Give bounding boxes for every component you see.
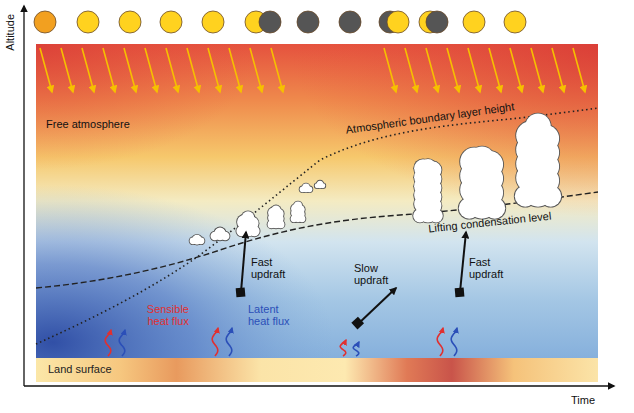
cloud-puff — [515, 186, 536, 207]
cloud-puff — [277, 221, 285, 229]
updraft-base — [351, 317, 364, 330]
cloud-puff — [315, 183, 320, 188]
sun-row — [34, 11, 526, 33]
sun-disc — [297, 11, 319, 33]
cool-overlay — [36, 44, 598, 358]
sun-disc — [34, 11, 56, 33]
radiation-arrow — [531, 48, 543, 92]
radiation-arrow — [229, 48, 241, 92]
heat-flux-arrow — [437, 328, 443, 356]
cloud-puff — [300, 186, 306, 192]
updraft-label: Slow updraft — [354, 262, 400, 287]
heat-flux-arrow — [353, 342, 359, 356]
radiation-arrow — [166, 48, 178, 92]
radiation-arrow — [426, 48, 438, 92]
radiation-arrow — [468, 48, 480, 92]
cloud-puff — [198, 238, 205, 245]
cloud-puff — [459, 198, 480, 219]
heat-flux-arrows — [105, 328, 457, 356]
heat-flux-arrow — [451, 328, 457, 356]
radiation-arrow — [208, 48, 220, 92]
radiation-arrows — [40, 48, 585, 92]
cloud-puff — [268, 221, 276, 229]
sun-disc — [426, 11, 448, 33]
heat-flux-arrow — [119, 330, 125, 356]
radiation-arrow — [40, 48, 52, 92]
cloud-puff — [420, 159, 436, 175]
condensation-level-line — [36, 192, 598, 288]
sun-disc — [119, 11, 141, 33]
cloud-puff — [299, 216, 306, 223]
radiation-arrow — [271, 48, 283, 92]
updraft-label: Fast updraft — [251, 256, 297, 281]
cloud-puff — [294, 202, 302, 210]
sun-disc — [259, 11, 281, 33]
cloud-group — [189, 113, 562, 246]
cloud-puff — [413, 209, 426, 222]
sun-disc — [160, 11, 182, 33]
altitude-axis — [23, 6, 24, 386]
radiation-arrow — [187, 48, 199, 92]
cloud-puff — [307, 186, 313, 192]
cloud-puff — [291, 216, 298, 223]
cloud-puff — [190, 238, 197, 245]
radiation-arrow — [447, 48, 459, 92]
radiation-arrow — [145, 48, 157, 92]
atmosphere-ground — [36, 44, 598, 358]
updraft-arrow — [460, 232, 466, 292]
updraft-arrows — [236, 232, 466, 329]
cloud-puff — [242, 211, 255, 224]
cloud-puff — [221, 232, 230, 241]
warm-overlay — [36, 44, 598, 358]
sun-disc — [339, 11, 361, 33]
sun-disc — [202, 11, 224, 33]
radiation-arrow — [510, 48, 522, 92]
radiation-arrow — [250, 48, 262, 92]
radiation-arrow — [489, 48, 501, 92]
radiation-arrow — [573, 48, 585, 92]
heat-flux-arrow — [226, 328, 232, 356]
sun-disc — [387, 11, 409, 33]
updraft-base — [455, 288, 465, 298]
radiation-arrow — [552, 48, 564, 92]
updraft-arrow — [358, 288, 396, 324]
flux-label: Latent heat flux — [248, 303, 302, 328]
updraft-base — [236, 288, 246, 298]
sun-disc — [77, 11, 99, 33]
cloud-puff — [525, 114, 550, 139]
radiation-arrow — [103, 48, 115, 92]
flux-label: Sensible heat flux — [135, 303, 189, 328]
axis-title: Time — [571, 394, 595, 407]
cloud-puff — [210, 232, 219, 241]
boundary-layer-line — [36, 108, 598, 344]
sun-disc — [504, 11, 526, 33]
updraft-arrow — [241, 232, 246, 292]
heat-flux-arrow — [340, 340, 346, 356]
heat-flux-arrow — [105, 330, 111, 356]
updraft-label: Fast updraft — [469, 256, 515, 281]
radiation-arrow — [405, 48, 417, 92]
heat-flux-arrow — [212, 328, 218, 356]
region-label: Free atmosphere — [46, 118, 130, 131]
axis-title: Altitude — [4, 13, 17, 50]
radiation-arrow — [82, 48, 94, 92]
radiation-arrow — [384, 48, 396, 92]
cloud-puff — [320, 183, 325, 188]
warm-overlay — [36, 44, 598, 358]
land-surface-band: Land surface — [36, 358, 598, 382]
radiation-arrow — [124, 48, 136, 92]
band-label: Land surface — [48, 363, 586, 376]
sun-disc — [463, 11, 485, 33]
cloud-puff — [271, 205, 280, 214]
cloud-puff — [249, 226, 260, 237]
cloud-puff — [469, 147, 494, 172]
cloud-puff — [540, 186, 561, 207]
time-axis — [24, 385, 614, 386]
radiation-arrow — [61, 48, 73, 92]
